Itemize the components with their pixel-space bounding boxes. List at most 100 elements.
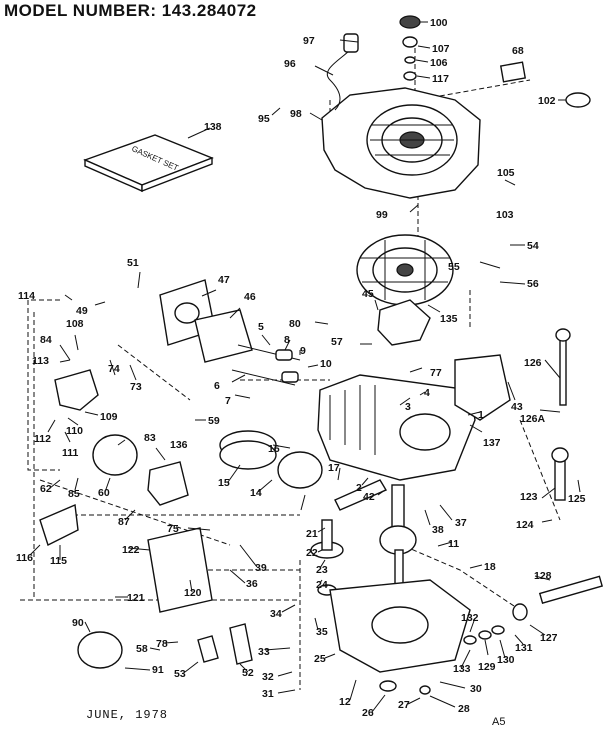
callout-15: 15 (218, 477, 230, 489)
callout-57: 57 (331, 336, 343, 348)
seal-26 (379, 680, 397, 692)
cap (565, 92, 591, 108)
crankcase-cover (329, 579, 471, 673)
callout-7: 7 (225, 395, 231, 407)
callout-42: 42 (363, 491, 375, 503)
revision-date: JUNE, 1978 (86, 708, 169, 722)
callout-23: 23 (316, 564, 328, 576)
callout-108: 108 (66, 318, 84, 330)
callout-21: 21 (306, 528, 318, 540)
callout-73: 73 (130, 381, 142, 393)
callout-74: 74 (108, 363, 120, 375)
callout-8: 8 (284, 334, 290, 346)
callout-91: 91 (152, 664, 164, 676)
callout-122: 122 (122, 544, 140, 556)
magneto (377, 299, 431, 346)
decal (499, 61, 527, 83)
callout-27: 27 (398, 699, 410, 711)
callout-95: 95 (258, 113, 270, 125)
callout-52: 52 (242, 667, 254, 679)
callout-6: 6 (214, 380, 220, 392)
oil-dipstick (551, 328, 571, 501)
callout-138: 138 (204, 121, 222, 133)
callout-56: 56 (527, 278, 539, 290)
callout-97: 97 (303, 35, 315, 47)
gasket-set-box: GASKET SET (83, 134, 214, 193)
callout-115: 115 (50, 555, 67, 567)
callout-47: 47 (218, 274, 230, 286)
callout-34: 34 (270, 608, 282, 620)
callout-2: 2 (356, 482, 362, 494)
callout-84: 84 (40, 334, 52, 346)
callout-24: 24 (316, 579, 328, 591)
callout-1: 1 (478, 409, 484, 421)
connecting-rod (334, 479, 388, 511)
bracket (39, 503, 79, 546)
valve-springs (231, 344, 301, 386)
callout-106: 106 (430, 57, 448, 69)
callout-80: 80 (289, 318, 301, 330)
callout-45: 45 (362, 288, 374, 300)
callout-4: 4 (424, 387, 430, 399)
callout-62: 62 (40, 483, 52, 495)
callout-133: 133 (453, 663, 471, 675)
gasket-46 (194, 309, 253, 363)
callout-107: 107 (432, 43, 450, 55)
callout-103: 103 (496, 209, 514, 221)
callout-17: 17 (328, 462, 340, 474)
throttle-bracket (54, 369, 99, 411)
callout-78: 78 (156, 638, 168, 650)
callout-85: 85 (68, 488, 80, 500)
callout-102: 102 (538, 95, 556, 107)
callout-130: 130 (497, 654, 515, 666)
callout-126A: 126A (520, 413, 546, 425)
callout-10: 10 (320, 358, 332, 370)
callout-111: 111 (62, 447, 79, 459)
pto-shaft (512, 575, 604, 621)
callout-124: 124 (516, 519, 534, 531)
callout-39: 39 (255, 562, 267, 574)
callout-131: 131 (515, 642, 533, 654)
callout-120: 120 (184, 587, 202, 599)
callout-126: 126 (524, 357, 542, 369)
callout-28: 28 (458, 703, 470, 715)
callout-22: 22 (306, 547, 318, 559)
washer-set (463, 625, 505, 645)
callout-75: 75 (167, 523, 179, 535)
callout-54: 54 (527, 240, 539, 252)
callout-59: 59 (208, 415, 220, 427)
callout-14: 14 (250, 487, 262, 499)
callout-136: 136 (170, 439, 188, 451)
callout-31: 31 (262, 688, 274, 700)
callout-127: 127 (540, 632, 558, 644)
cylinder-block (317, 374, 476, 481)
callout-77: 77 (430, 367, 442, 379)
piston-rings (219, 430, 323, 489)
callout-26: 26 (362, 707, 374, 719)
callout-129: 129 (478, 661, 496, 673)
callout-96: 96 (284, 58, 296, 70)
callout-125: 125 (568, 493, 586, 505)
callout-49: 49 (76, 305, 88, 317)
callout-leaders (29, 21, 581, 713)
callout-68: 68 (512, 45, 524, 57)
callout-32: 32 (262, 671, 274, 683)
blower-housing (321, 87, 481, 199)
fuel-line (327, 33, 359, 111)
crankshaft (379, 484, 417, 591)
callout-12: 12 (339, 696, 351, 708)
callout-53: 53 (174, 668, 186, 680)
callout-16: 16 (268, 443, 280, 455)
carburetor (92, 434, 189, 506)
callout-11: 11 (448, 538, 459, 550)
callout-83: 83 (144, 432, 156, 444)
callout-33: 33 (258, 646, 270, 658)
callout-109: 109 (100, 411, 118, 423)
callout-90: 90 (72, 617, 84, 629)
callout-25: 25 (314, 653, 326, 665)
callout-58: 58 (136, 643, 148, 655)
callout-51: 51 (127, 257, 139, 269)
callout-112: 112 (34, 433, 51, 445)
